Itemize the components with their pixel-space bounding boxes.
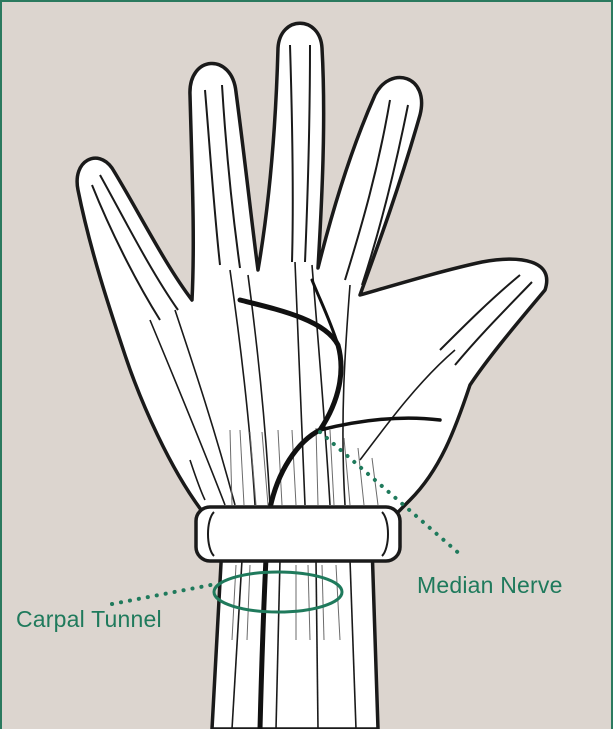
carpal-tunnel-label: Carpal Tunnel xyxy=(16,606,162,633)
carpal-ligament-band xyxy=(196,507,400,561)
median-nerve-label: Median Nerve xyxy=(417,572,563,599)
carpal-tunnel-leader xyxy=(112,584,216,604)
